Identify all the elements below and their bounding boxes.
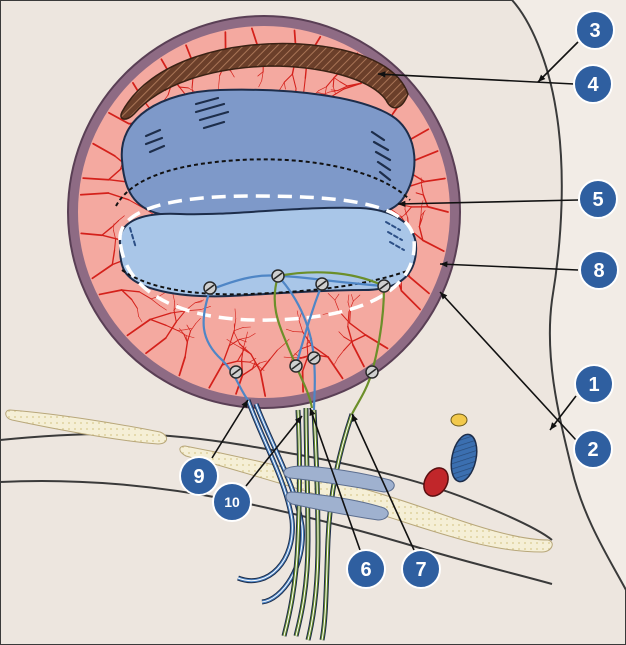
callout-1: 1 [575, 365, 613, 403]
callout-4: 4 [574, 65, 612, 103]
callout-6: 6 [347, 550, 385, 588]
yellow-oval [451, 414, 467, 426]
callout-2: 2 [574, 430, 612, 468]
callout-label: 9 [193, 466, 204, 488]
callout-label: 5 [592, 189, 603, 211]
callout-8: 8 [580, 251, 618, 289]
screw [308, 352, 320, 364]
lower-lens [120, 208, 416, 297]
callout-label: 7 [415, 559, 426, 581]
screw [290, 360, 302, 372]
callout-label: 10 [224, 494, 240, 510]
screw [378, 280, 390, 292]
callout-label: 4 [587, 74, 599, 96]
callout-9: 9 [180, 457, 218, 495]
callout-label: 3 [589, 20, 600, 42]
vessel-segment [350, 311, 351, 323]
screw [316, 278, 328, 290]
callout-3: 3 [576, 11, 614, 49]
callout-label: 8 [593, 260, 604, 282]
screw [272, 270, 284, 282]
screw [230, 366, 242, 378]
screw [366, 366, 378, 378]
callout-10: 10 [213, 483, 251, 521]
screw [204, 282, 216, 294]
callout-label: 2 [587, 439, 598, 461]
upper-lens [122, 90, 415, 217]
callout-7: 7 [402, 550, 440, 588]
callout-label: 6 [360, 559, 371, 581]
callout-5: 5 [579, 180, 617, 218]
callout-label: 1 [588, 374, 599, 396]
